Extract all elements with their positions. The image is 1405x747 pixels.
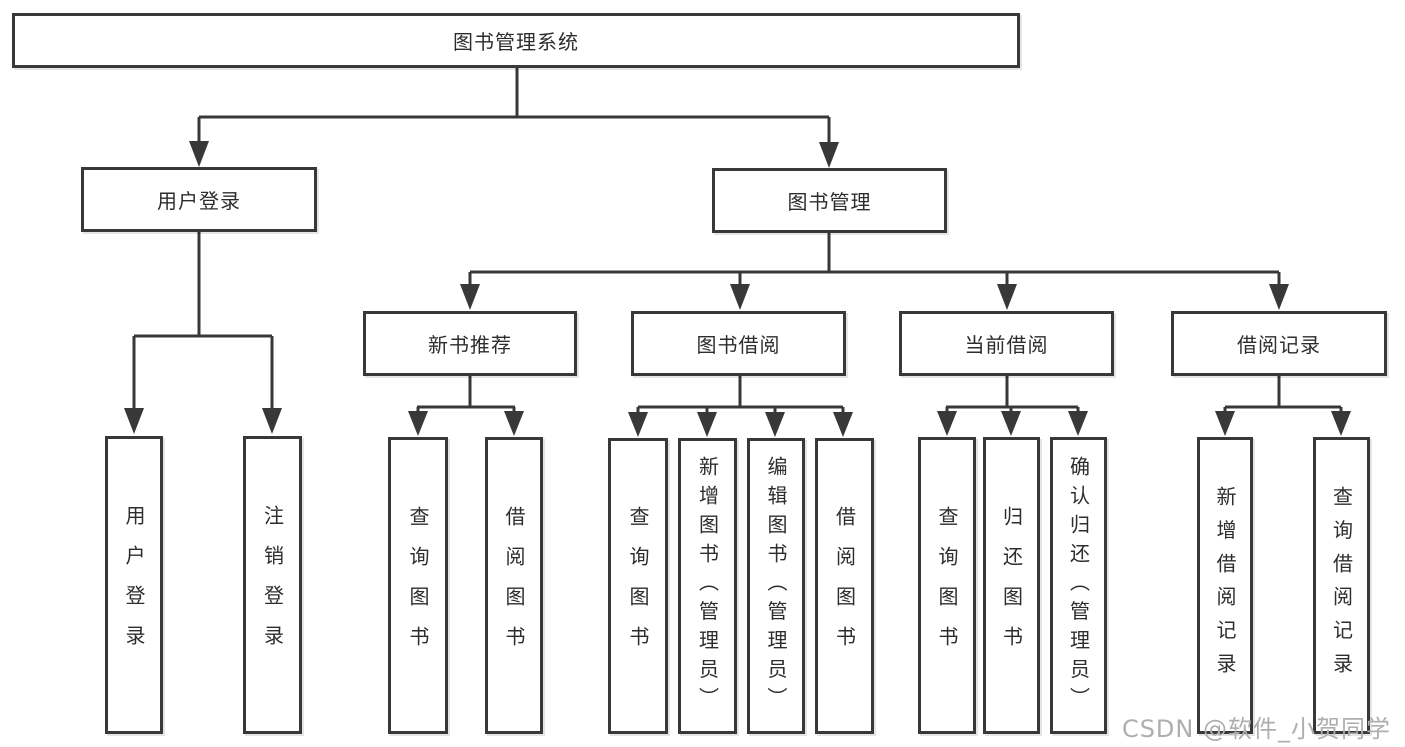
node-user-login-label: 用户登录	[157, 189, 241, 213]
leaf-query-book-3: 查询图书	[918, 437, 976, 734]
leaf-borrow-book-1: 借阅图书	[485, 437, 543, 734]
leaf-query-borrow-record: 查询借阅记录	[1313, 437, 1370, 734]
leaf-user-login-label: 用户登录	[122, 505, 146, 665]
node-current-borrow-label: 当前借阅	[964, 333, 1049, 357]
node-borrow-record-label: 借阅记录	[1237, 333, 1321, 357]
node-current-borrow: 当前借阅	[899, 311, 1114, 376]
leaf-confirm-return-admin-label: 确认归还（管理员）	[1066, 455, 1091, 716]
leaf-borrow-book-2-label: 借阅图书	[832, 506, 857, 666]
connector-book-mgmt-children	[460, 233, 1289, 310]
node-new-book-recommend: 新书推荐	[363, 311, 577, 376]
leaf-edit-book-admin-label: 编辑图书（管理员）	[764, 456, 788, 716]
leaf-return-book-label: 归还图书	[999, 505, 1024, 666]
connector-current-children	[937, 376, 1088, 436]
connector-root-to-level2	[189, 68, 839, 168]
leaf-add-book-admin-label: 新增图书（管理员）	[695, 456, 720, 716]
node-book-management-label: 图书管理	[787, 190, 872, 214]
leaf-borrow-book-1-label: 借阅图书	[502, 505, 526, 666]
connector-record-children	[1215, 376, 1351, 436]
leaf-add-borrow-record: 新增借阅记录	[1197, 437, 1253, 734]
leaf-return-book: 归还图书	[983, 437, 1040, 734]
connector-borrow-children	[628, 376, 853, 437]
leaf-logout: 注销登录	[243, 436, 302, 734]
leaf-query-book-1: 查询图书	[388, 437, 448, 734]
leaf-edit-book-admin: 编辑图书（管理员）	[747, 438, 805, 734]
leaf-user-login: 用户登录	[105, 436, 163, 734]
node-new-book-recommend-label: 新书推荐	[428, 333, 512, 357]
csdn-watermark: CSDN @软件_小贺同学	[1121, 715, 1391, 743]
leaf-confirm-return-admin: 确认归还（管理员）	[1050, 437, 1107, 734]
leaf-query-book-1-label: 查询图书	[406, 505, 430, 666]
node-book-management: 图书管理	[712, 168, 947, 233]
node-root-system: 图书管理系统	[12, 13, 1020, 68]
leaf-query-book-2: 查询图书	[608, 438, 668, 734]
leaf-query-book-3-label: 查询图书	[935, 505, 959, 666]
node-user-login: 用户登录	[81, 167, 317, 232]
node-root-label: 图书管理系统	[453, 30, 579, 54]
leaf-query-borrow-record-label: 查询借阅记录	[1329, 485, 1354, 686]
leaf-add-book-admin: 新增图书（管理员）	[678, 438, 737, 734]
connector-user-login-children	[124, 232, 282, 434]
leaf-logout-label: 注销登录	[260, 505, 285, 665]
leaf-borrow-book-2: 借阅图书	[815, 438, 874, 734]
node-book-borrow-label: 图书借阅	[696, 333, 781, 357]
node-borrow-record: 借阅记录	[1171, 311, 1387, 376]
leaf-add-borrow-record-label: 新增借阅记录	[1213, 485, 1237, 686]
leaf-query-book-2-label: 查询图书	[626, 506, 650, 666]
node-book-borrow: 图书借阅	[631, 311, 846, 376]
connector-new-book-children	[408, 376, 524, 436]
